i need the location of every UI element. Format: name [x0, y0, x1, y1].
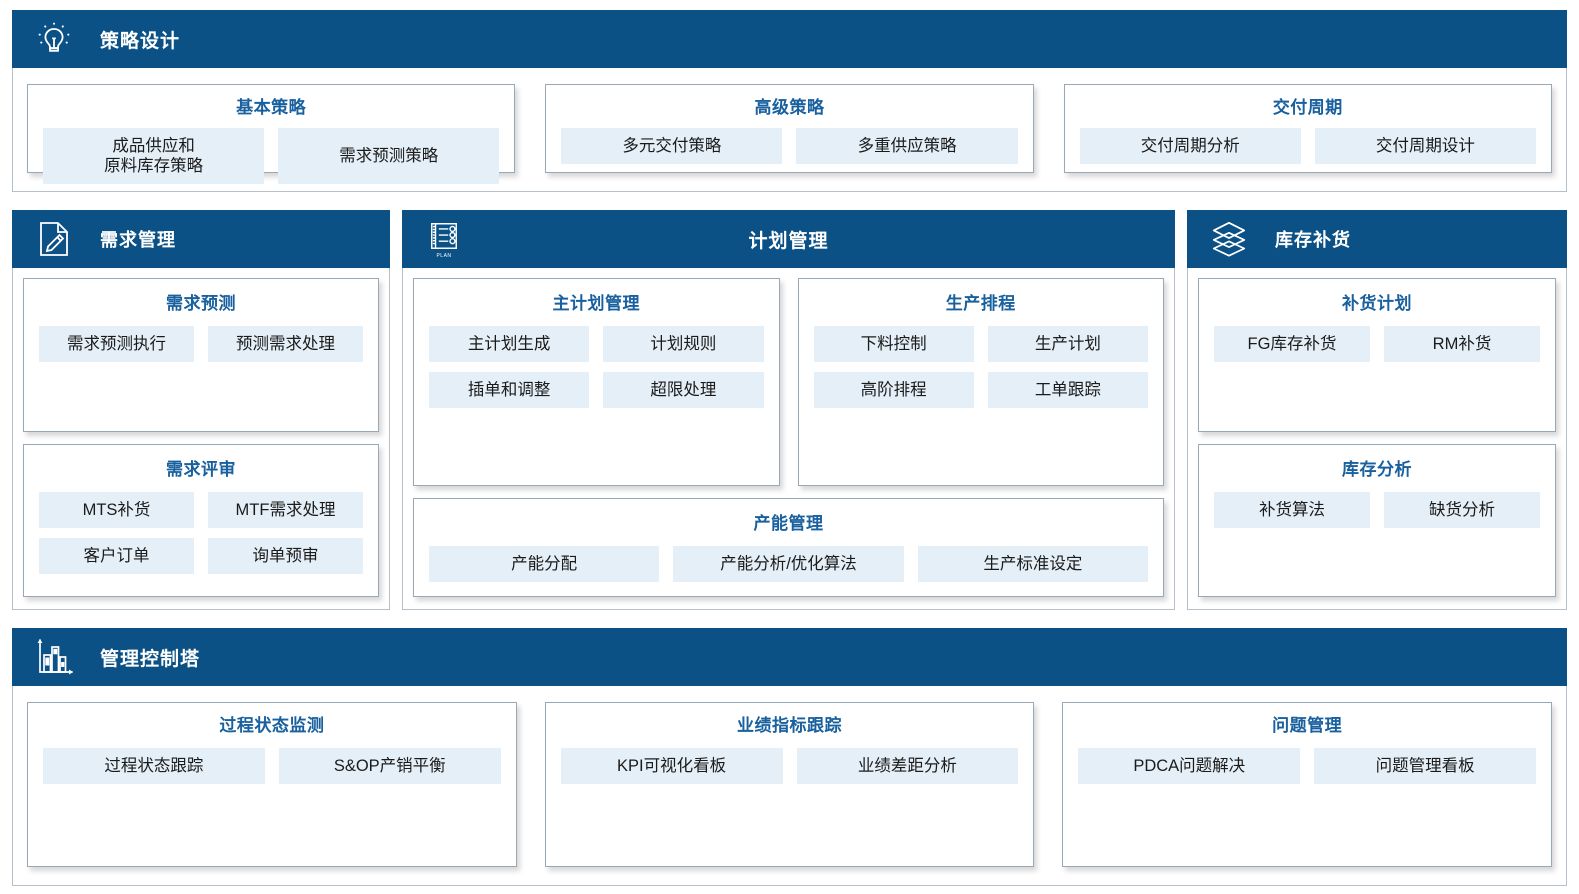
card-master-plan: 主计划管理 主计划生成 计划规则 插单和调整 超限处理: [413, 278, 780, 486]
tile-item[interactable]: 下料控制: [813, 326, 974, 363]
card-title: 主计划管理: [552, 294, 640, 313]
section-inventory-header: 库存补货: [1187, 210, 1567, 268]
section-planning-body: 主计划管理 主计划生成 计划规则 插单和调整 超限处理 生产排程 下料控制 生产…: [402, 268, 1175, 610]
section-planning-header: PLAN 计划管理: [402, 210, 1175, 268]
tile-item[interactable]: 生产标准设定: [917, 545, 1148, 582]
card-demand-review: 需求评审 MTS补货 MTF需求处理 客户订单 询单预审: [23, 443, 379, 597]
tile-item[interactable]: 交付周期分析: [1079, 128, 1301, 165]
card-production-scheduling: 生产排程 下料控制 生产计划 高阶排程 工单跟踪: [797, 278, 1164, 486]
card-issue-management: 问题管理 PDCA问题解决 问题管理看板: [1062, 702, 1553, 867]
tile-item[interactable]: 预测需求处理: [208, 326, 363, 363]
tile-item[interactable]: 缺货分析: [1384, 491, 1540, 528]
card-title: 过程状态监测: [219, 716, 325, 735]
tile-item[interactable]: KPI可视化看板: [560, 748, 783, 785]
tile-item[interactable]: 工单跟踪: [987, 372, 1148, 409]
tile-item[interactable]: S&OP产销平衡: [278, 748, 501, 785]
plan-icon-label: PLAN: [436, 252, 452, 259]
bar-chart-icon: [26, 631, 82, 683]
section-control-tower-header: 管理控制塔: [12, 628, 1567, 686]
section-demand-body: 需求预测 需求预测执行 预测需求处理 需求评审 MTS补货 MTF需求处理 客户…: [12, 268, 390, 610]
section-control-tower-title: 管理控制塔: [100, 648, 201, 670]
tile-item[interactable]: 客户订单: [39, 537, 194, 574]
section-planning: PLAN 计划管理 主计划管理 主计划生成 计划规则 插单和调整 超限处理: [402, 210, 1175, 610]
card-demand-forecast: 需求预测 需求预测执行 预测需求处理: [23, 278, 379, 432]
tile-item[interactable]: 成品供应和 原料库存策略: [43, 128, 265, 185]
tile-item[interactable]: 交付周期设计: [1314, 128, 1536, 165]
tile-item[interactable]: RM补货: [1384, 326, 1540, 363]
section-inventory: 库存补货 补货计划 FG库存补货 RM补货 库存分析 补货算法 缺货分析: [1187, 210, 1567, 610]
card-inventory-analysis: 库存分析 补货算法 缺货分析: [1198, 443, 1556, 597]
section-control-tower: 管理控制塔 过程状态监测 过程状态跟踪 S&OP产销平衡 业绩指标跟踪 KPI可…: [12, 628, 1567, 886]
section-control-tower-body: 过程状态监测 过程状态跟踪 S&OP产销平衡 业绩指标跟踪 KPI可视化看板 业…: [12, 686, 1567, 886]
card-delivery-cycle: 交付周期 交付周期分析 交付周期设计: [1063, 84, 1552, 173]
lightbulb-icon: [26, 13, 82, 65]
card-title: 业绩指标跟踪: [737, 716, 842, 735]
tile-item[interactable]: 多元交付策略: [561, 128, 783, 165]
tile-item[interactable]: 多重供应策略: [796, 128, 1018, 165]
clipboard-plan-icon: PLAN: [416, 213, 472, 265]
section-demand: 需求管理 需求预测 需求预测执行 预测需求处理 需求评审 MTS补货 MTF需求…: [12, 210, 390, 610]
tile-item[interactable]: FG库存补货: [1214, 326, 1370, 363]
section-demand-header: 需求管理: [12, 210, 390, 268]
card-title: 需求评审: [166, 459, 236, 479]
card-title: 生产排程: [945, 294, 1016, 313]
section-strategy: 策略设计 基本策略 成品供应和 原料库存策略 需求预测策略 高级策略 多元交付策…: [12, 10, 1567, 192]
tile-item[interactable]: 产能分配: [429, 545, 660, 582]
card-title: 基本策略: [236, 98, 307, 117]
tile-item[interactable]: 插单和调整: [429, 372, 590, 409]
tile-item[interactable]: 需求预测策略: [278, 128, 500, 185]
section-strategy-body: 基本策略 成品供应和 原料库存策略 需求预测策略 高级策略 多元交付策略 多重供…: [12, 68, 1567, 192]
section-strategy-header: 策略设计: [12, 10, 1567, 68]
tile-item[interactable]: 产能分析/优化算法: [673, 545, 904, 582]
section-strategy-title: 策略设计: [100, 30, 181, 52]
tile-item[interactable]: 主计划生成: [429, 326, 590, 363]
document-pencil-icon: [26, 213, 82, 265]
tile-item[interactable]: 补货算法: [1214, 491, 1370, 528]
tile-item[interactable]: 询单预审: [208, 537, 363, 574]
section-inventory-body: 补货计划 FG库存补货 RM补货 库存分析 补货算法 缺货分析: [1187, 268, 1567, 610]
tile-item[interactable]: 生产计划: [987, 326, 1148, 363]
tile-item[interactable]: MTF需求处理: [208, 491, 363, 528]
card-process-monitoring: 过程状态监测 过程状态跟踪 S&OP产销平衡: [27, 702, 517, 867]
card-advanced-strategy: 高级策略 多元交付策略 多重供应策略: [545, 84, 1034, 173]
middle-row: 需求管理 需求预测 需求预测执行 预测需求处理 需求评审 MTS补货 MTF需求…: [12, 210, 1567, 610]
card-title: 产能管理: [753, 513, 824, 533]
card-title: 库存分析: [1342, 459, 1412, 479]
card-title: 交付周期: [1272, 98, 1343, 117]
tile-item[interactable]: 计划规则: [603, 326, 764, 363]
tile-item[interactable]: 需求预测执行: [39, 326, 194, 363]
card-basic-strategy: 基本策略 成品供应和 原料库存策略 需求预测策略: [27, 84, 516, 185]
section-demand-title: 需求管理: [100, 230, 176, 250]
card-kpi-tracking: 业绩指标跟踪 KPI可视化看板 业绩差距分析: [544, 702, 1035, 867]
section-inventory-title: 库存补货: [1275, 230, 1351, 250]
card-title: 补货计划: [1342, 294, 1412, 313]
tile-item[interactable]: 问题管理看板: [1314, 748, 1536, 785]
card-capacity-management: 产能管理 产能分配 产能分析/优化算法 生产标准设定: [413, 497, 1164, 597]
tile-item[interactable]: 超限处理: [603, 372, 764, 409]
tile-item[interactable]: 高阶排程: [813, 372, 974, 409]
card-replenishment-plan: 补货计划 FG库存补货 RM补货: [1198, 278, 1556, 432]
tile-item[interactable]: PDCA问题解决: [1078, 748, 1301, 785]
section-planning-title: 计划管理: [748, 230, 829, 252]
tile-item[interactable]: 过程状态跟踪: [43, 748, 265, 785]
layers-stack-icon: [1201, 213, 1257, 265]
card-title: 需求预测: [166, 294, 236, 313]
card-title: 高级策略: [754, 98, 825, 117]
tile-item[interactable]: 业绩差距分析: [796, 748, 1019, 785]
tile-item[interactable]: MTS补货: [39, 491, 194, 528]
card-title: 问题管理: [1272, 716, 1343, 735]
